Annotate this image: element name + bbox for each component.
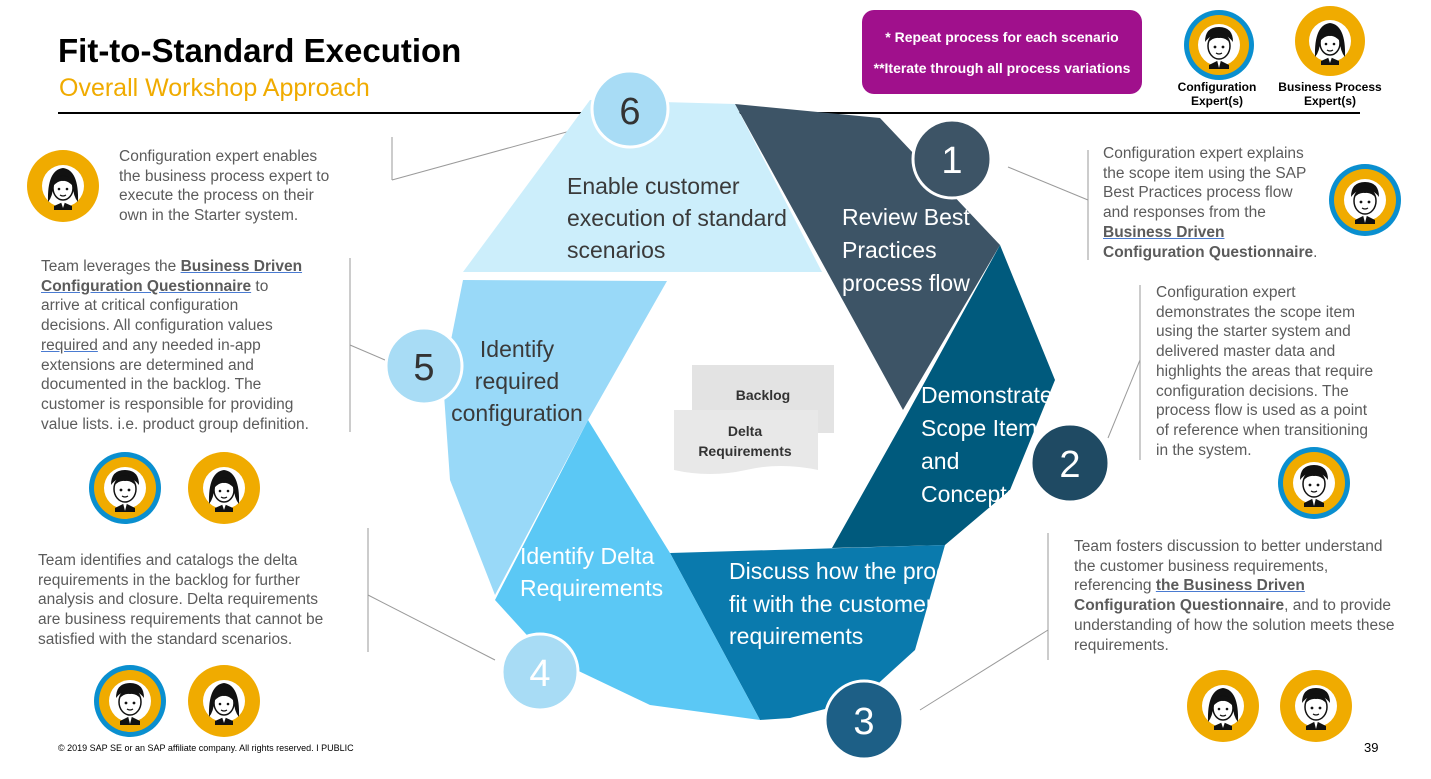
business-process-expert-avatar — [1295, 6, 1365, 76]
step-6-description: Configuration expert enables the busines… — [119, 148, 330, 225]
segment-1-title: Review Best Practices process flow — [842, 204, 970, 296]
page-number: 39 — [1364, 740, 1379, 755]
svg-text:1: 1 — [941, 140, 962, 182]
delta-requirements-document — [674, 410, 818, 474]
svg-text:Practices: Practices — [842, 237, 937, 263]
segment-3-discuss — [670, 545, 945, 720]
svg-text:3: 3 — [853, 701, 874, 743]
step-circle-2: 2 — [1029, 422, 1111, 504]
business-process-expert-avatar — [1187, 670, 1259, 742]
questionnaire-link-2[interactable]: Configuration Questionnaire — [1074, 597, 1285, 615]
svg-text:required: required — [475, 368, 559, 394]
business-process-expert-label: Business Process Expert(s) — [1278, 80, 1382, 108]
svg-text:scenarios: scenarios — [567, 237, 665, 263]
segment-2-demonstrate — [832, 245, 1055, 548]
svg-text:Demonstrate: Demonstrate — [921, 382, 1053, 408]
copyright-footer: © 2019 SAP SE or an SAP affiliate compan… — [58, 743, 354, 753]
svg-text:Discuss how the processes: Discuss how the processes — [729, 558, 1008, 584]
step-circle-1: 1 — [911, 118, 993, 200]
svg-text:execution of standard: execution of standard — [567, 205, 787, 231]
page-title: Fit-to-Standard Execution — [58, 32, 462, 69]
svg-text:4: 4 — [529, 653, 550, 695]
segment-6-enable-execution — [463, 100, 822, 272]
segment-5-title: Identify required configuration — [451, 336, 583, 426]
svg-text:Enable customer: Enable customer — [567, 173, 740, 199]
questionnaire-link[interactable]: the Business Driven — [1155, 577, 1305, 595]
configuration-expert-avatar — [1184, 10, 1254, 80]
svg-text:5: 5 — [413, 347, 434, 389]
configuration-expert-label: Configuration Expert(s) — [1177, 80, 1257, 108]
svg-text:process flow: process flow — [842, 270, 970, 296]
configuration-expert-avatar — [89, 452, 161, 524]
svg-text:fit with the customer’s: fit with the customer’s — [729, 591, 951, 617]
step-circle-6: 6 — [590, 69, 670, 149]
svg-text:Scope Item: Scope Item — [921, 415, 1037, 441]
svg-text:and: and — [921, 448, 959, 474]
step-2-description: Configuration expert demonstrates the sc… — [1156, 284, 1374, 459]
svg-text:Identify Delta: Identify Delta — [520, 543, 654, 569]
configuration-expert-avatar — [1280, 670, 1352, 742]
connector-lines — [349, 124, 1141, 711]
required-word: required — [41, 336, 98, 354]
segment-3-title: Discuss how the processes fit with the c… — [729, 558, 1008, 649]
svg-text:6: 6 — [619, 91, 640, 133]
business-process-expert-avatar — [27, 150, 99, 222]
step-5-description: Team leverages the Business Driven Confi… — [41, 258, 309, 433]
svg-text:2: 2 — [1059, 444, 1080, 486]
questionnaire-link-2[interactable]: Configuration Questionnaire — [1103, 243, 1314, 261]
step-circle-3: 3 — [823, 679, 905, 761]
questionnaire-link[interactable]: Business Driven — [1103, 223, 1225, 241]
delta-label-1: Delta — [728, 423, 762, 439]
page-subtitle: Overall Workshop Approach — [59, 74, 370, 102]
segment-2-title: Demonstrate Scope Item and Concepts — [921, 382, 1053, 507]
step-4-description: Team identifies and catalogs the delta r… — [38, 552, 324, 648]
segment-4-title: Identify Delta Requirements — [520, 543, 663, 601]
step-circle-4: 4 — [500, 632, 580, 712]
svg-text:configuration: configuration — [451, 400, 583, 426]
svg-text:requirements: requirements — [729, 623, 863, 649]
process-note-box: * Repeat process for each scenario **Ite… — [862, 10, 1142, 94]
configuration-expert-avatar — [94, 665, 166, 737]
svg-text:Requirements: Requirements — [520, 575, 663, 601]
delta-label-2: Requirements — [698, 443, 792, 459]
svg-text:Identify: Identify — [480, 336, 555, 362]
step-circle-5: 5 — [384, 326, 464, 406]
segment-5-identify-config — [443, 280, 667, 595]
business-process-expert-avatar — [188, 665, 260, 737]
step-3-description: Team fosters discussion to better unders… — [1074, 538, 1395, 654]
segment-6-title: Enable customer execution of standard sc… — [567, 173, 787, 263]
note-line-1: * Repeat process for each scenario — [885, 29, 1119, 45]
step-1-description: Configuration expert explains the scope … — [1103, 144, 1333, 262]
svg-text:Concepts: Concepts — [921, 481, 1018, 507]
configuration-expert-avatar — [1278, 447, 1350, 519]
note-line-2: **Iterate through all process variations — [873, 60, 1131, 76]
questionnaire-link[interactable]: Configuration Questionnaire — [41, 277, 252, 295]
configuration-expert-avatar — [1329, 164, 1401, 236]
svg-text:Review Best: Review Best — [842, 204, 970, 230]
business-process-expert-avatar — [188, 452, 260, 524]
backlog-label: Backlog — [736, 387, 790, 403]
questionnaire-link[interactable]: Business Driven — [180, 258, 303, 275]
